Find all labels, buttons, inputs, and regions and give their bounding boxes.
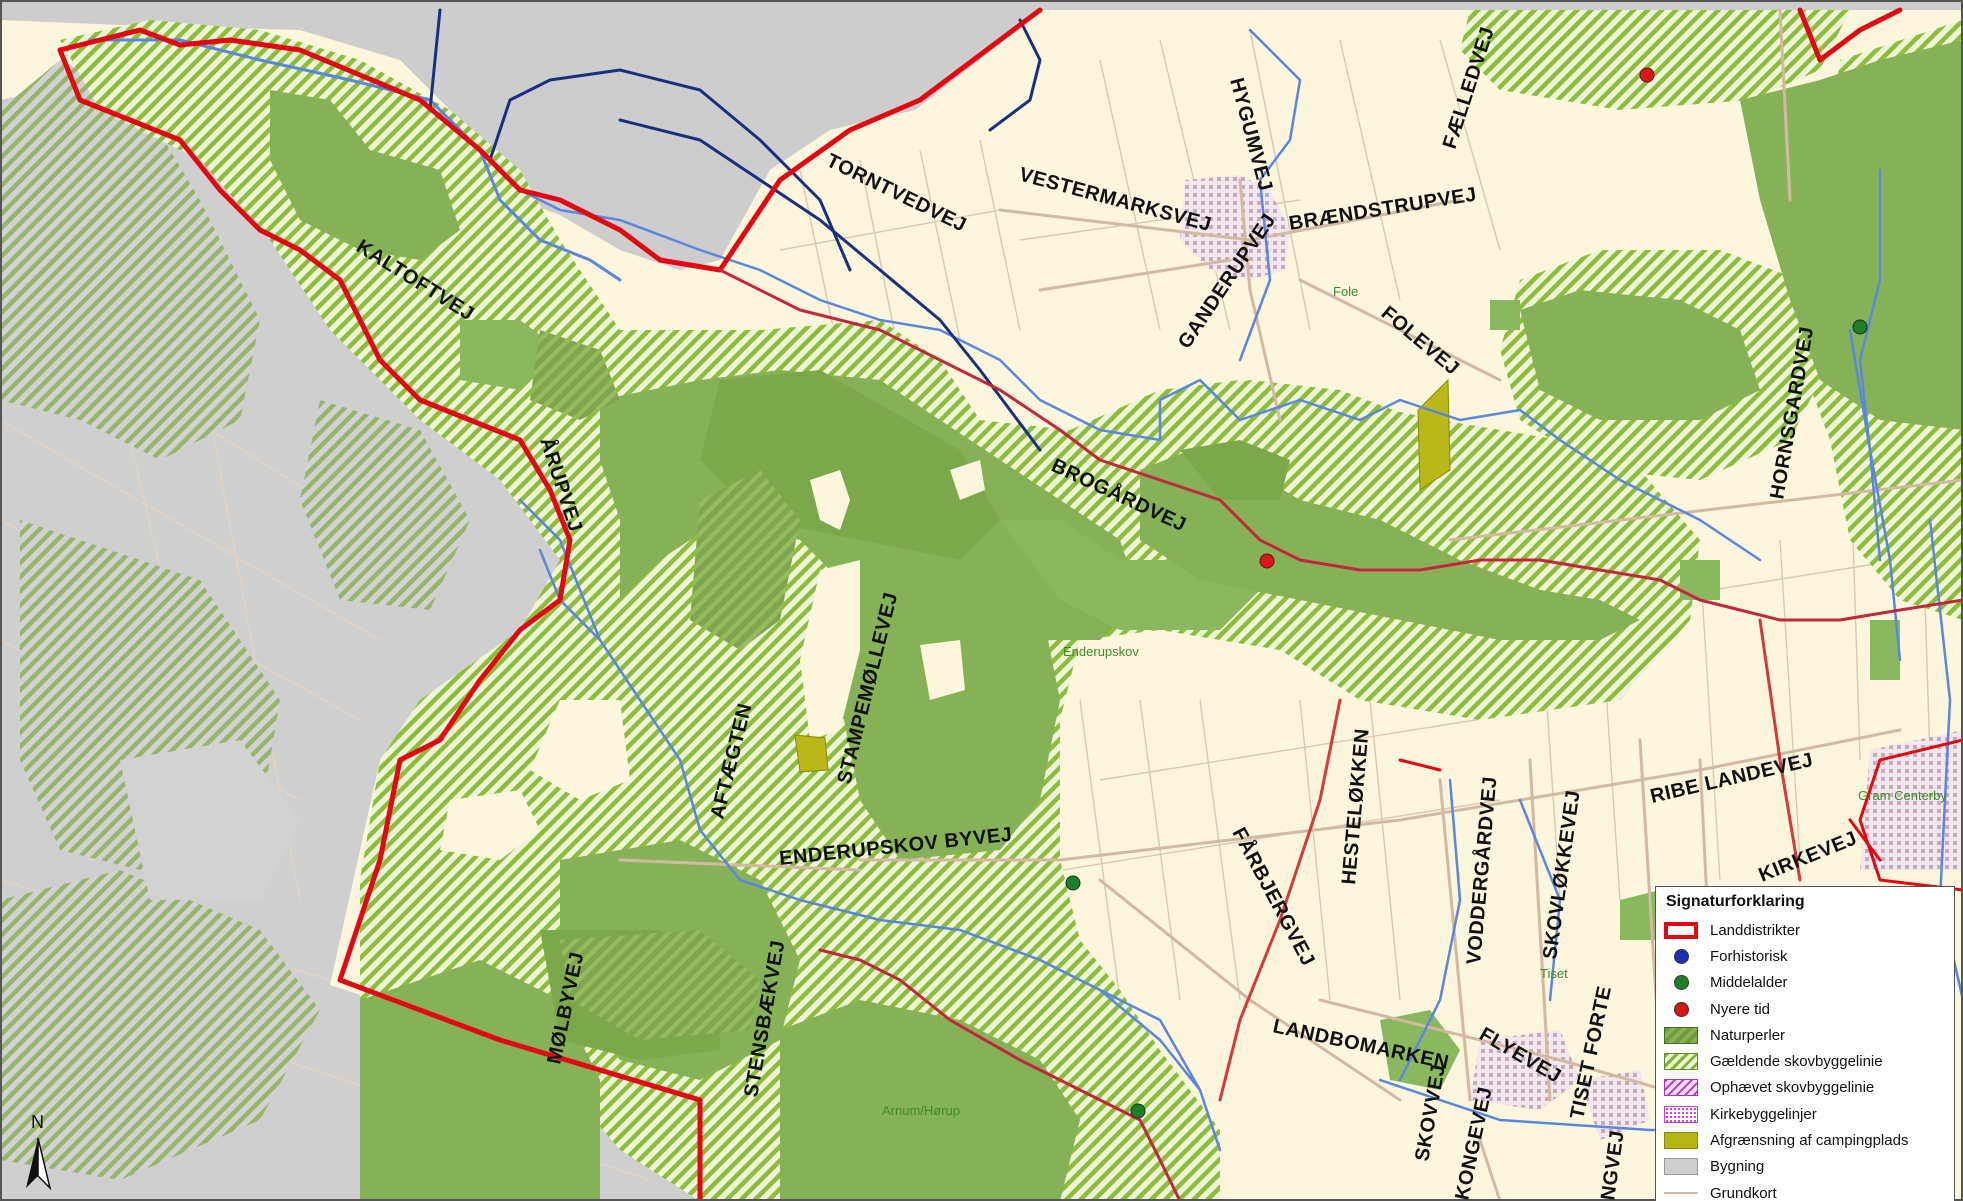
- legend-label: Nyere tid: [1710, 1000, 1771, 1018]
- site-nyere-tid[interactable]: [1259, 553, 1275, 569]
- legend-swatch-skovbyggelinie-icon: [1664, 1053, 1698, 1071]
- legend-label: Gældende skovbyggelinie: [1710, 1053, 1883, 1071]
- legend-label: Landdistrikter: [1710, 921, 1801, 939]
- legend-item-middelalder: Middelalder: [1664, 970, 1946, 996]
- legend-swatch-grundkort-icon: [1664, 1192, 1698, 1195]
- legend-label: Kirkebyggelinjer: [1710, 1105, 1817, 1123]
- legend-label: Middelalder: [1710, 974, 1788, 992]
- legend-item-forhistorisk: Forhistorisk: [1664, 943, 1946, 969]
- legend-item-grundkort: Grundkort: [1664, 1180, 1946, 1201]
- legend-label: Bygning: [1710, 1158, 1765, 1176]
- legend-item-skovbyggelinie: Gældende skovbyggelinie: [1664, 1048, 1946, 1074]
- legend-swatch-nyere-tid-icon: [1664, 1001, 1698, 1018]
- legend-swatch-forhistorisk-icon: [1664, 948, 1698, 965]
- town-areas: [1180, 175, 1963, 1140]
- legend-swatch-naturperler-icon: [1664, 1026, 1698, 1044]
- legend-label: Ophævet skovbyggelinie: [1710, 1079, 1875, 1097]
- place-label-tiset: Tiset: [1540, 966, 1568, 981]
- legend-item-naturperler: Naturperler: [1664, 1022, 1946, 1048]
- site-middelalder[interactable]: [1065, 875, 1081, 891]
- field-lines: [779, 29, 1931, 1001]
- place-label-enderupskov: Enderupskov: [1063, 644, 1139, 659]
- site-middelalder[interactable]: [1852, 319, 1868, 335]
- gray-buffer-zones: [0, 60, 470, 1180]
- legend-swatch-camping-icon: [1664, 1132, 1698, 1150]
- district-boundaries: [57, 7, 1963, 1201]
- legend-item-kirkebyggelinjer: Kirkebyggelinjer: [1664, 1101, 1946, 1127]
- dark-river-network: [428, 8, 1042, 452]
- north-arrow-icon: [26, 1138, 38, 1188]
- place-label-arnum-horup: Arnum/Hørup: [882, 1103, 960, 1118]
- legend-item-bygning: Bygning: [1664, 1154, 1946, 1180]
- site-nyere-tid[interactable]: [1639, 67, 1655, 83]
- legend-label: Afgrænsning af campingplads: [1710, 1132, 1909, 1150]
- legend-swatch-bygning-icon: [1664, 1158, 1698, 1176]
- place-labels: Fole Enderupskov Gram Centerby Tiset Arn…: [882, 284, 1947, 1118]
- legend-swatch-landdistrikter-icon: [1664, 921, 1698, 939]
- forest-clearings: [440, 460, 985, 860]
- legend-label: Forhistorisk: [1710, 947, 1788, 965]
- legend-item-ophaevet: Ophævet skovbyggelinie: [1664, 1075, 1946, 1101]
- site-middelalder[interactable]: [1130, 1103, 1146, 1119]
- legend-swatch-kirkebyggelinjer-icon: [1664, 1105, 1698, 1123]
- legend-label: Grundkort: [1710, 1184, 1777, 1201]
- historic-sites: [1065, 67, 1868, 1119]
- place-label-fole: Fole: [1333, 284, 1358, 299]
- north-arrow: N: [26, 1112, 52, 1191]
- legend-item-nyere-tid: Nyere tid: [1664, 996, 1946, 1022]
- north-letter: N: [31, 1112, 44, 1132]
- naturperle-areas: [530, 330, 800, 1040]
- legend-swatch-middelalder-icon: [1664, 974, 1698, 991]
- place-label-gram-centerby: Gram Centerby: [1858, 788, 1947, 803]
- legend-item-camping: Afgrænsning af campingplads: [1664, 1127, 1946, 1153]
- legend-swatch-ophaevet-icon: [1664, 1079, 1698, 1097]
- legend-item-landdistrikter: Landdistrikter: [1664, 917, 1946, 943]
- legend-title: Signaturforklaring: [1666, 893, 1805, 910]
- legend-label: Naturperler: [1710, 1026, 1786, 1044]
